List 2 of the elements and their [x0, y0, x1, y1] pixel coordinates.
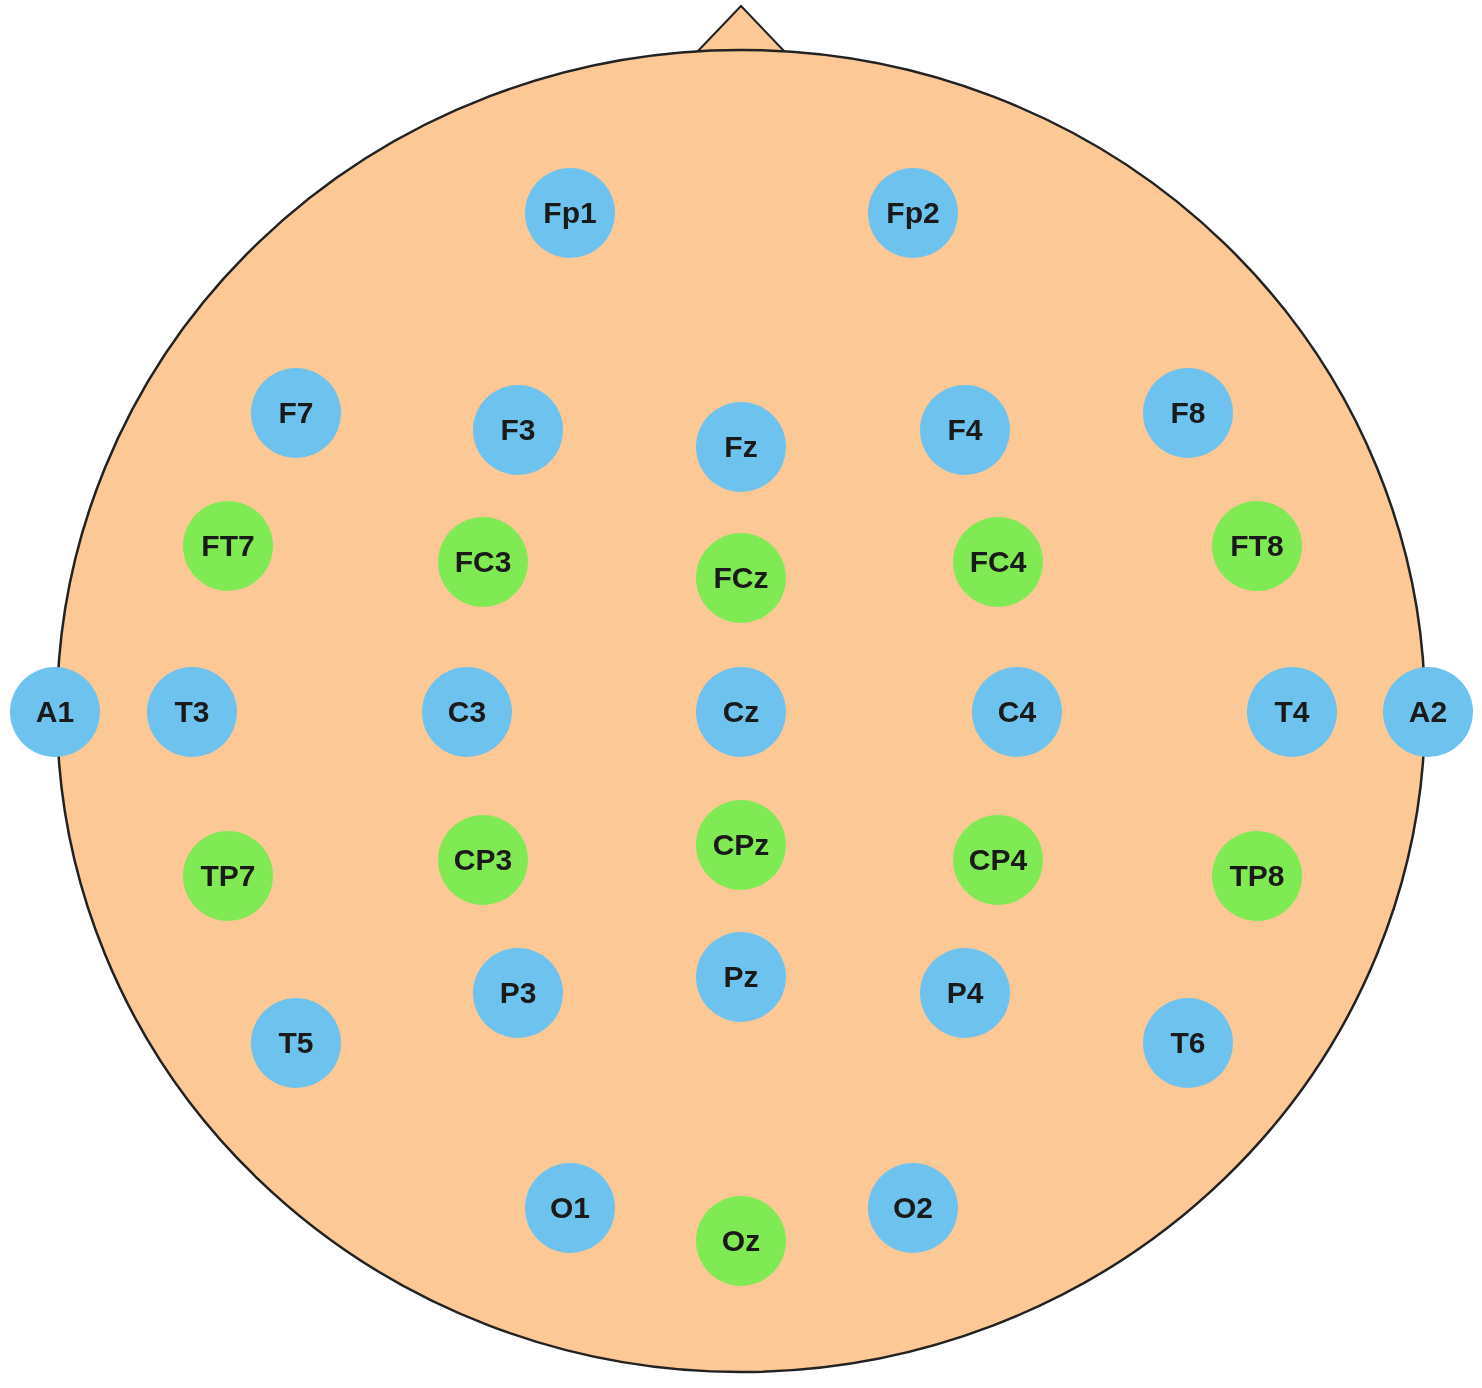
electrode-marker: A2	[1383, 667, 1473, 757]
electrode-marker: A1	[10, 667, 100, 757]
